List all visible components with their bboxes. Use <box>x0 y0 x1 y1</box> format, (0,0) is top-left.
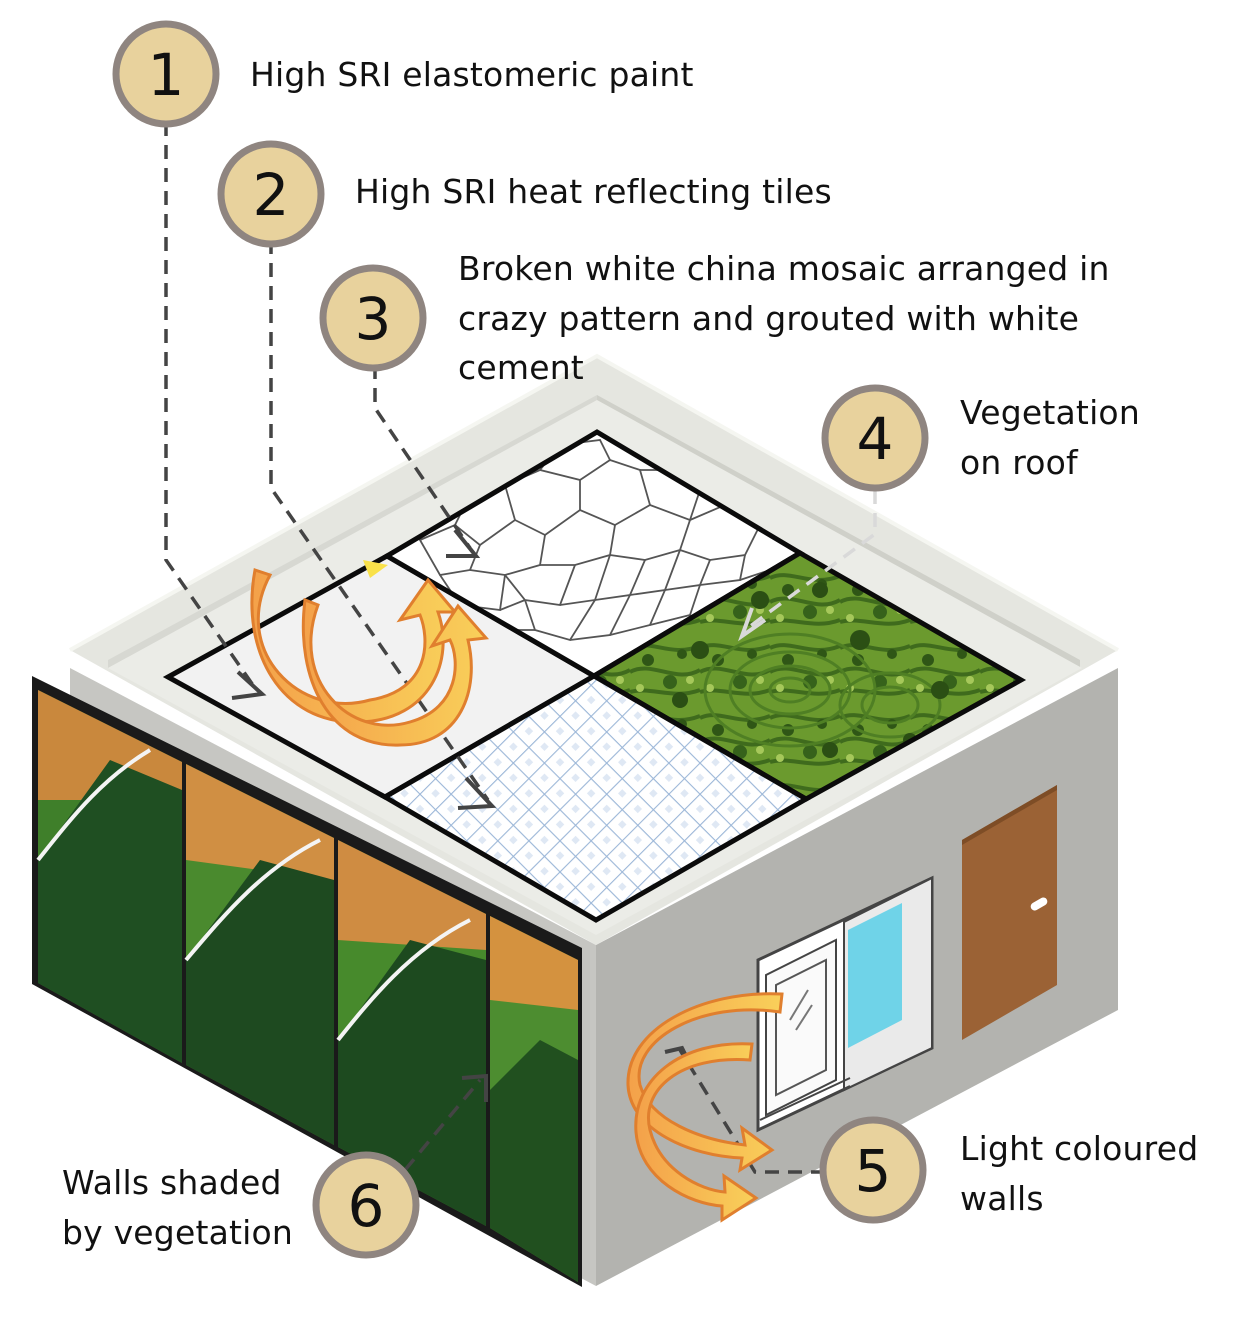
leader-4 <box>743 490 877 632</box>
label-line: walls <box>960 1178 1044 1218</box>
label-line: Light coloured <box>960 1129 1199 1168</box>
reflective-tiles-panel <box>380 673 811 923</box>
label-line: Broken white china mosaic arranged in <box>458 249 1110 288</box>
callout-label-2: High SRI heat reflecting tiles <box>355 167 832 217</box>
label-line: Vegetation <box>960 393 1140 432</box>
callout-label-6: Walls shaded by vegetation <box>62 1158 293 1257</box>
label-line: by vegetation <box>62 1212 294 1252</box>
roof-panels <box>162 429 1027 923</box>
callout-number: 2 <box>253 161 290 229</box>
callout-label-1: High SRI elastomeric paint <box>250 50 694 100</box>
callout-badge-3: 3 <box>319 264 427 372</box>
callout-badge-5: 5 <box>819 1116 927 1224</box>
label-line: High SRI heat reflecting tiles <box>355 172 832 211</box>
label-line: on roof <box>960 442 1078 482</box>
label-line: High SRI elastomeric paint <box>250 55 694 94</box>
leader-1 <box>164 122 257 689</box>
callout-label-3: Broken white china mosaic arranged in cr… <box>458 244 1110 393</box>
callout-number: 5 <box>855 1137 892 1205</box>
label-line: crazy pattern and grouted with white <box>458 298 1080 338</box>
callout-label-5: Light coloured walls <box>960 1124 1198 1223</box>
curved-heat-arrow-icon <box>626 992 784 1223</box>
window <box>756 875 934 1133</box>
callout-badge-6: 6 <box>312 1151 420 1259</box>
callout-number: 4 <box>857 405 894 473</box>
leader-5 <box>678 1049 825 1174</box>
callout-badge-4: 4 <box>821 384 929 492</box>
callout-badge-2: 2 <box>217 140 325 248</box>
label-line: cement <box>458 348 584 387</box>
leader-6 <box>403 1078 482 1172</box>
screen-panel-1 <box>36 690 182 1063</box>
screen-panel-4 <box>490 916 578 1282</box>
label-line: Walls shaded <box>62 1163 282 1202</box>
leader-lines <box>164 122 877 1174</box>
vegetation-wall-screen <box>32 676 582 1287</box>
callout-badge-1: 1 <box>112 20 220 128</box>
callout-number: 6 <box>348 1172 385 1240</box>
callout-label-4: Vegetation on roof <box>960 388 1140 487</box>
door <box>962 785 1057 1040</box>
screen-panel-2 <box>184 764 334 1145</box>
callout-number: 3 <box>355 285 392 353</box>
curved-heat-arrow-icon <box>250 560 490 747</box>
callout-number: 1 <box>148 41 185 109</box>
leader-2 <box>269 240 490 801</box>
